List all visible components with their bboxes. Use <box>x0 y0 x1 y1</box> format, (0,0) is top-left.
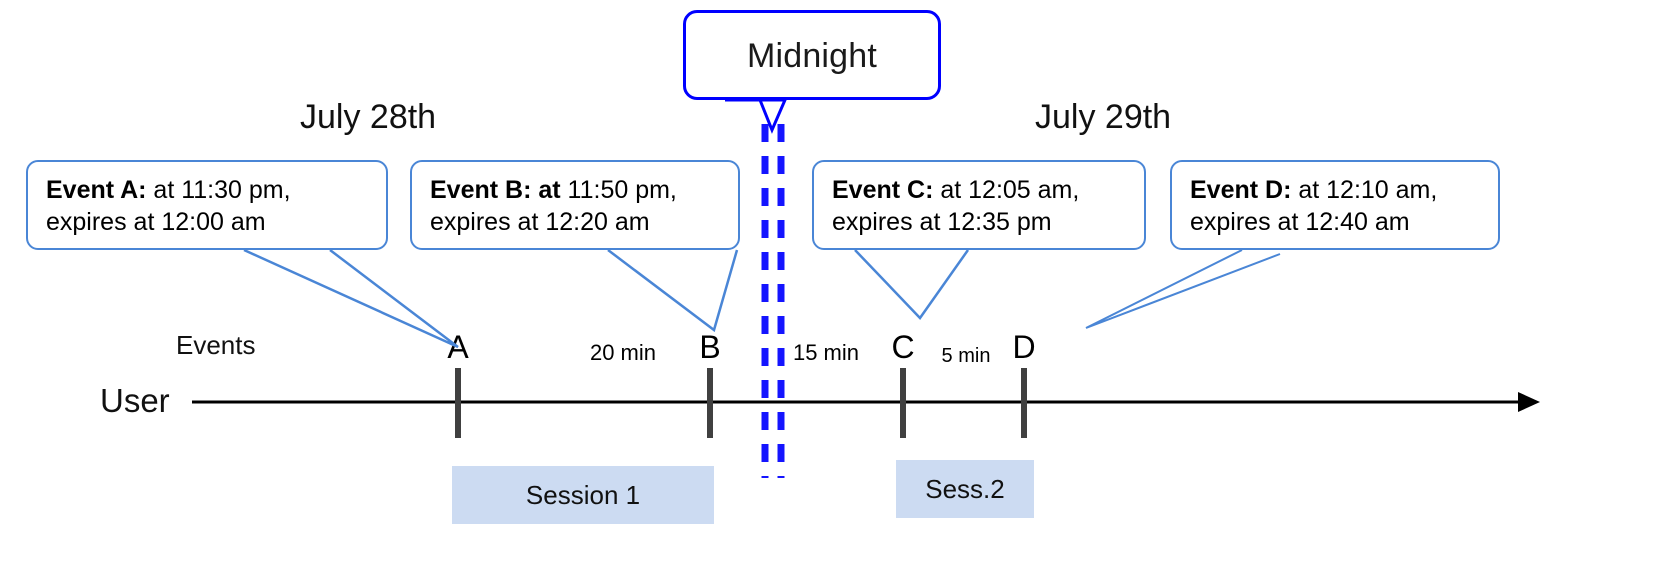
day-label-july-29: July 29th <box>1035 98 1172 136</box>
callout-event-b-tail <box>607 249 739 333</box>
callout-event-c-title: Event C: <box>832 176 934 204</box>
callout-event-d-line1: at 12:10 am, <box>1291 176 1438 204</box>
callout-event-a-line1: at 11:30 pm, <box>146 176 291 204</box>
session-box-2: Sess.2 <box>896 460 1034 518</box>
events-row-label: Events <box>176 330 256 360</box>
tick-label-d: D <box>1012 329 1036 365</box>
callout-event-d-line2: expires at 12:40 am <box>1190 208 1410 236</box>
timeline-axis-arrow-icon <box>1518 392 1540 412</box>
midnight-label: Midnight <box>746 37 878 75</box>
midnight-callout-tail <box>725 98 788 134</box>
interval-label-c-d: 5 min <box>941 345 991 367</box>
callout-event-d-title: Event D: <box>1190 176 1292 204</box>
session-2-label: Sess.2 <box>925 473 1005 504</box>
callout-event-b-line1: 11:50 pm, <box>560 176 677 204</box>
callout-event-a-tail <box>243 248 459 349</box>
callout-event-c: Event C: at 12:05 am, expires at 12:35 p… <box>812 160 1146 250</box>
user-axis-label: User <box>100 382 170 419</box>
callout-event-b: Event B: at 11:50 pm, expires at 12:20 a… <box>410 160 740 250</box>
session-box-1: Session 1 <box>452 466 714 524</box>
tick-label-a: A <box>447 329 469 365</box>
interval-label-a-b: 20 min <box>589 340 657 365</box>
callout-event-b-title: Event B: at <box>430 176 561 204</box>
tick-label-c: C <box>891 329 915 365</box>
callout-event-a-line2: expires at 12:00 am <box>46 208 266 236</box>
callout-event-b-line2: expires at 12:20 am <box>430 208 650 236</box>
midnight-callout: Midnight <box>683 10 941 100</box>
interval-label-b-c: 15 min <box>792 340 860 365</box>
day-label-july-28: July 28th <box>300 98 437 136</box>
callout-event-c-line1: at 12:05 am, <box>933 176 1080 204</box>
callout-event-a-title: Event A: <box>46 176 147 204</box>
callout-event-d-tail <box>1085 249 1281 329</box>
session-1-label: Session 1 <box>525 479 641 510</box>
callout-event-d: Event D: at 12:10 am, expires at 12:40 a… <box>1170 160 1500 250</box>
callout-event-c-tail <box>854 249 970 320</box>
tick-label-b: B <box>699 329 721 365</box>
callout-event-c-line2: expires at 12:35 pm <box>832 208 1052 236</box>
callout-event-a: Event A: at 11:30 pm, expires at 12:00 a… <box>26 160 388 250</box>
